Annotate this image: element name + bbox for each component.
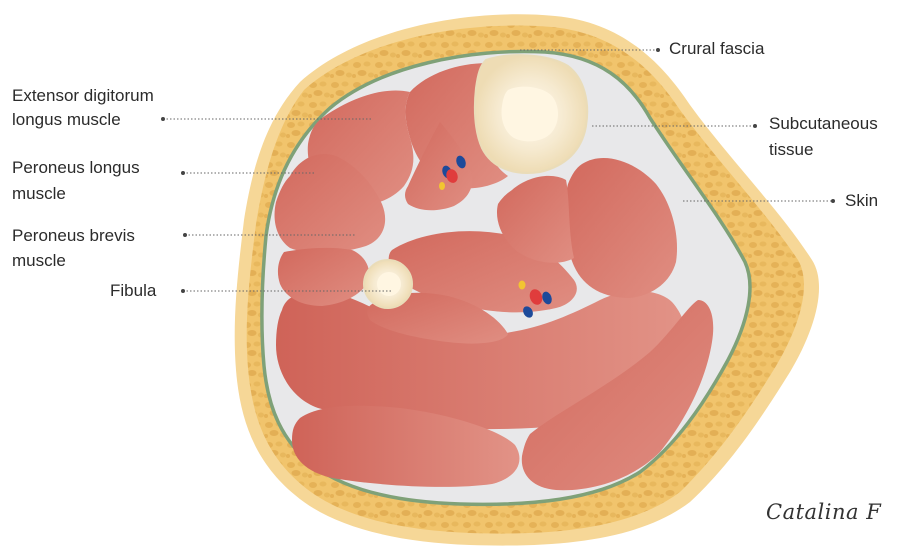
label-subcutaneous-line1: Subcutaneous [769,113,878,135]
label-crural-fascia: Crural fascia [669,38,764,60]
label-subcutaneous-line2: tissue [769,139,813,161]
label-skin: Skin [845,190,878,212]
label-peroneus-brevis-line1: Peroneus brevis [12,225,135,247]
artist-signature: Catalina F [766,500,881,524]
label-edl-line2: longus muscle [12,109,121,131]
label-peroneus-longus-line2: muscle [12,183,66,205]
label-fibula: Fibula [110,280,156,302]
tibia-marrow [502,87,559,142]
label-edl-line1: Extensor digitorum [12,85,154,107]
fibula-marrow [377,272,401,296]
nerve-anterior [439,182,445,190]
nerve-posterior [519,281,526,290]
label-peroneus-longus-line1: Peroneus longus [12,157,140,179]
label-peroneus-brevis-line2: muscle [12,250,66,272]
